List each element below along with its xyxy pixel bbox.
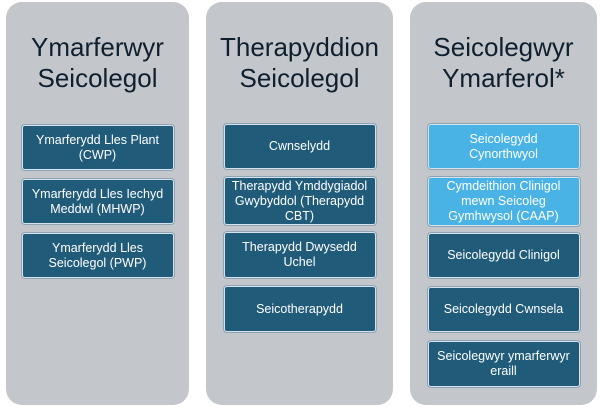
column-title: Ymarferwyr Seicolegol (31, 32, 164, 93)
role-box: Ymarferydd Lles Plant (CWP) (21, 125, 174, 170)
role-box: Cwnselydd (223, 124, 376, 169)
role-box: Seicolegydd Cynorthwyol (427, 124, 580, 169)
column-psychological-practitioners: Ymarferwyr Seicolegol Ymarferydd Lles Pl… (6, 2, 189, 405)
role-box: Therapydd Dwysedd Uchel (223, 232, 376, 278)
role-box: Seicolegwyr ymarferwyr eraill (427, 341, 580, 387)
column-practitioner-psychologists: Seicolegwyr Ymarferol* Seicolegydd Cynor… (410, 2, 597, 405)
role-box: Ymarferydd Lles Seicolegol (PWP) (21, 233, 174, 278)
column-title: Seicolegwyr Ymarferol* (433, 32, 574, 93)
role-box: Seicolegydd Cwnsela (427, 287, 580, 332)
role-box: Ymarferydd Lles Iechyd Meddwl (MHWP) (21, 179, 174, 224)
column-title: Therapyddion Seicolegol (220, 32, 379, 93)
role-box: Therapydd Ymddygiadol Gwybyddol (Therapy… (223, 177, 376, 225)
role-box: Seicolegydd Clinigol (427, 233, 580, 278)
column-psychological-therapists: Therapyddion Seicolegol Cwnselydd Therap… (206, 2, 393, 405)
role-box: Seicotherapydd (223, 286, 376, 332)
role-box: Cymdeithion Clinigol mewn Seicoleg Gymhw… (427, 177, 580, 226)
